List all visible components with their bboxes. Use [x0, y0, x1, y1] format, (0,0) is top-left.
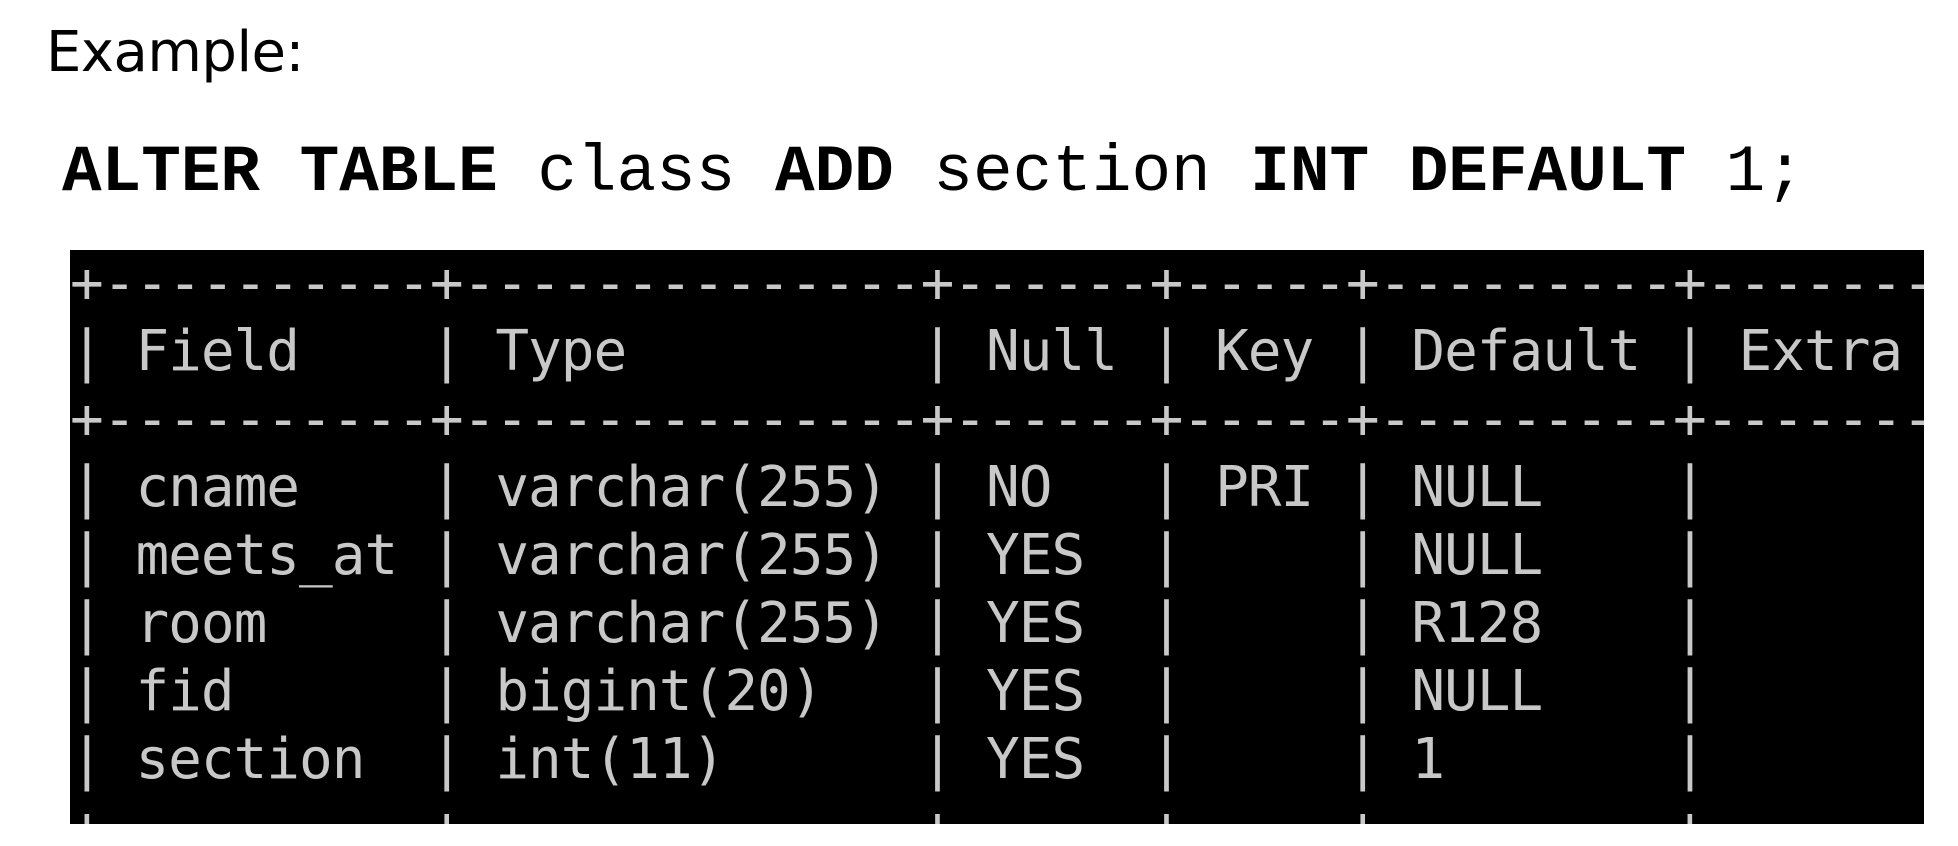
cell-null: YES — [986, 523, 1085, 588]
sql-keyword-default: DEFAULT — [1408, 135, 1686, 210]
sql-keyword-table: TABLE — [299, 135, 498, 210]
table-row: | section | int(11) | YES | | 1 | | — [70, 727, 1739, 792]
cell-field: room — [135, 591, 267, 656]
sql-table-name: class — [537, 135, 736, 210]
header-cell-key: Key — [1215, 319, 1314, 384]
heading: Example: — [46, 20, 304, 85]
table-row: | fid | bigint(20) | YES | | NULL | | — [70, 659, 1739, 724]
header-cell-extra: Extra — [1738, 319, 1904, 384]
header-cell-default: Default — [1411, 319, 1641, 384]
cell-null: YES — [986, 659, 1085, 724]
cell-null: YES — [986, 727, 1085, 792]
header-cell-type: Type — [495, 319, 627, 384]
cell-default: R128 — [1411, 591, 1543, 656]
cell-field: section — [135, 727, 365, 792]
cell-default: NULL — [1411, 455, 1543, 520]
table-border-header: +----------+--------------+------+-----+… — [70, 387, 1924, 452]
sql-keyword-add: ADD — [774, 135, 894, 210]
cell-field: meets_at — [135, 523, 398, 588]
header-cell-null: Null — [986, 319, 1118, 384]
cell-default: 1 — [1411, 727, 1445, 792]
sql-keyword-int: INT — [1250, 135, 1370, 210]
sql-keyword-alter: ALTER — [62, 135, 261, 210]
result-table: +----------+--------------+------+-----+… — [70, 250, 1924, 824]
table-row: | room | varchar(255) | YES | | R128 | | — [70, 591, 1739, 656]
cell-field: cname — [135, 455, 300, 520]
sql-default-value: 1; — [1725, 135, 1805, 210]
cell-type: bigint(20) — [495, 659, 823, 724]
sql-statement: ALTER TABLE class ADD section INT DEFAUL… — [62, 140, 1805, 206]
sql-column-name: section — [933, 135, 1211, 210]
table-border-bottom: +----------+--------------+------+-----+… — [70, 794, 1924, 824]
cell-null: NO — [986, 455, 1052, 520]
cell-type: varchar(255) — [495, 523, 889, 588]
cell-field: fid — [135, 659, 234, 724]
cell-type: varchar(255) — [495, 455, 889, 520]
table-row: | meets_at | varchar(255) | YES | | NULL… — [70, 523, 1739, 588]
terminal-output: +----------+--------------+------+-----+… — [70, 250, 1924, 824]
table-row: | cname | varchar(255) | NO | PRI | NULL… — [70, 455, 1739, 520]
cell-key: PRI — [1215, 455, 1314, 520]
cell-type: int(11) — [495, 727, 725, 792]
cell-null: YES — [986, 591, 1085, 656]
cell-default: NULL — [1411, 523, 1543, 588]
header-cell-field: Field — [135, 319, 300, 384]
cell-type: varchar(255) — [495, 591, 889, 656]
table-border-top: +----------+--------------+------+-----+… — [70, 251, 1924, 316]
cell-default: NULL — [1411, 659, 1543, 724]
table-header-row: | Field | Type | Null | Key | Default | … — [70, 319, 1904, 384]
